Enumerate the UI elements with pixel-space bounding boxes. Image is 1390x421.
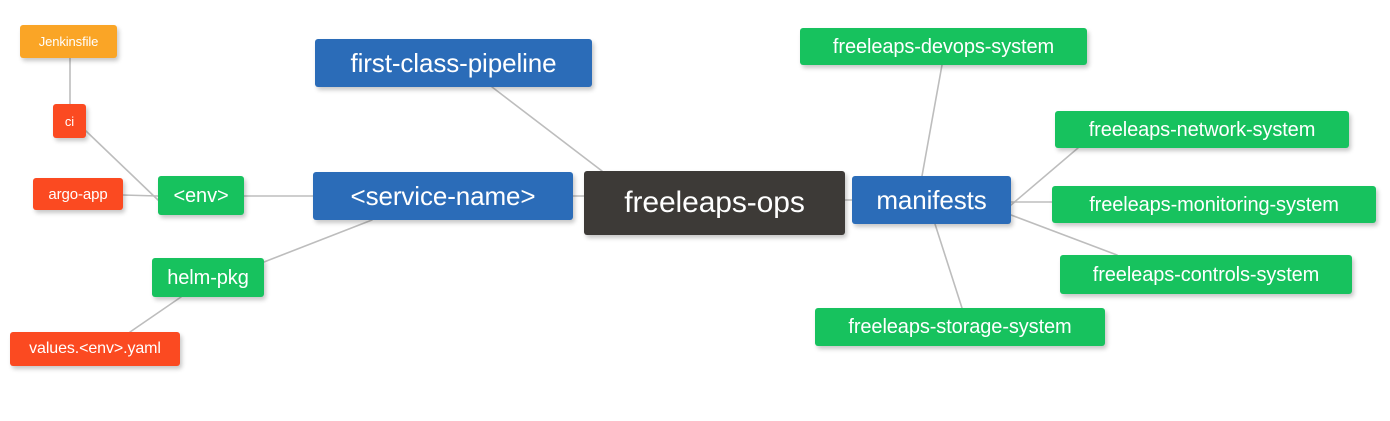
edge-manifests-to-freeleaps-devops-system: [921, 64, 943, 177]
edge-values-env-yaml-to-helm-pkg: [129, 296, 182, 333]
node-first-class-pipeline[interactable]: first-class-pipeline: [315, 39, 592, 87]
node-freeleaps-controls-system[interactable]: freeleaps-controls-system: [1060, 255, 1352, 294]
edge-helm-pkg-to-service-name: [263, 219, 373, 263]
node-freeleaps-network-system[interactable]: freeleaps-network-system: [1055, 111, 1349, 148]
edge-first-class-pipeline-to-freeleaps-ops: [491, 86, 603, 172]
node-freeleaps-ops[interactable]: freeleaps-ops: [584, 171, 845, 235]
node-freeleaps-devops-system[interactable]: freeleaps-devops-system: [800, 28, 1087, 65]
node-argo-app[interactable]: argo-app: [33, 178, 123, 210]
edge-argo-app-to-env: [122, 194, 159, 197]
node-env[interactable]: <env>: [158, 176, 244, 215]
node-freeleaps-storage-system[interactable]: freeleaps-storage-system: [815, 308, 1105, 346]
node-service-name[interactable]: <service-name>: [313, 172, 573, 220]
node-values-env-yaml[interactable]: values.<env>.yaml: [10, 332, 180, 366]
node-manifests[interactable]: manifests: [852, 176, 1011, 224]
node-jenkinsfile[interactable]: Jenkinsfile: [20, 25, 117, 58]
edge-manifests-to-freeleaps-storage-system: [934, 223, 963, 309]
node-helm-pkg[interactable]: helm-pkg: [152, 258, 264, 297]
node-ci[interactable]: ci: [53, 104, 86, 138]
node-freeleaps-monitoring-system[interactable]: freeleaps-monitoring-system: [1052, 186, 1376, 223]
